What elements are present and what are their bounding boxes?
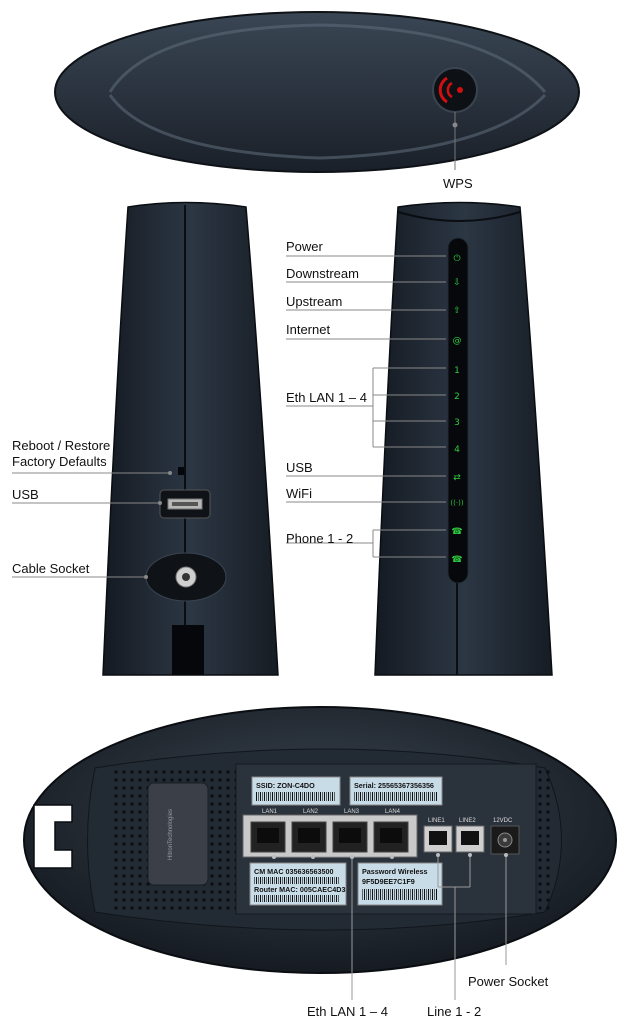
lan4-port-label: LAN4: [385, 809, 401, 815]
router-front-view: ⏻ ⇩ ⇧ @ 1 2 3 4 ⇄ ((·)) ☎ ☎: [286, 201, 553, 676]
eth-lan-callout-label: Eth LAN 1 – 4: [307, 1004, 388, 1019]
line2-port[interactable]: LINE2: [455, 818, 485, 853]
power-indicator-label: Power: [286, 239, 324, 254]
lan4-led-icon: 4: [454, 445, 460, 455]
lan2-port-label: LAN2: [303, 809, 319, 815]
internet-indicator-label: Internet: [286, 322, 330, 337]
vendor-label: HitronTechnologies: [168, 809, 174, 860]
router-side-view: Reboot / Restore Factory Defaults USB Ca…: [12, 201, 279, 676]
router-mac-text: Router MAC: 005CAEC4D3: [254, 885, 345, 894]
phone1-led-icon: ☎: [451, 527, 462, 537]
lan1-port-label: LAN1: [262, 809, 278, 815]
upstream-led-icon: ⇧: [453, 306, 461, 316]
cm-mac-text: CM MAC 035636563500: [254, 867, 334, 876]
reboot-label: Reboot / Restore: [12, 438, 110, 453]
line1-port-label: LINE1: [428, 818, 445, 824]
power-socket-callout-label: Power Socket: [468, 974, 549, 989]
router-top-view: WPS: [54, 11, 580, 191]
phone2-led-icon: ☎: [451, 555, 462, 565]
usb-indicator-label: USB: [286, 460, 313, 475]
reset-button[interactable]: [178, 467, 184, 475]
wps-label: WPS: [443, 176, 473, 191]
usb-port[interactable]: [159, 489, 211, 519]
serial-text: Serial: 25565367356356: [354, 781, 434, 790]
phone-indicator-label: Phone 1 - 2: [286, 531, 353, 546]
line1-port[interactable]: LINE1: [423, 818, 453, 853]
power-led-icon: ⏻: [453, 253, 460, 264]
router-back-view: HitronTechnologies SSID: ZON-C4DO Serial…: [23, 706, 617, 1019]
cable-socket-label: Cable Socket: [12, 561, 90, 576]
downstream-led-icon: ⇩: [453, 278, 461, 288]
lan1-port[interactable]: LAN1: [250, 809, 286, 853]
lan4-port[interactable]: LAN4: [373, 809, 409, 853]
usb-label: USB: [12, 487, 39, 502]
lan2-port[interactable]: LAN2: [291, 809, 327, 853]
lan3-led-icon: 3: [454, 418, 460, 428]
downstream-indicator-label: Downstream: [286, 266, 359, 281]
power-port-label: 12VDC: [493, 818, 513, 824]
wps-button[interactable]: [432, 67, 478, 113]
wifi-led-icon: ((·)): [450, 499, 463, 507]
internet-led-icon: @: [453, 336, 462, 346]
wifi-indicator-label: WiFi: [286, 486, 312, 501]
line-callout-label: Line 1 - 2: [427, 1004, 481, 1019]
lan2-led-icon: 2: [454, 392, 460, 402]
lan3-port-label: LAN3: [344, 809, 360, 815]
lan1-led-icon: 1: [454, 366, 460, 376]
password-value: 9F5D9EE7C1F9: [362, 877, 415, 886]
usb-led-icon: ⇄: [453, 473, 461, 483]
eth-lan-indicator-label: Eth LAN 1 – 4: [286, 390, 367, 405]
lan3-port[interactable]: LAN3: [332, 809, 368, 853]
upstream-indicator-label: Upstream: [286, 294, 342, 309]
ssid-text: SSID: ZON-C4DO: [256, 781, 315, 790]
cable-socket[interactable]: [145, 552, 227, 602]
reboot-label-line2: Factory Defaults: [12, 454, 107, 469]
line2-port-label: LINE2: [459, 818, 476, 824]
password-label: Password Wireless: [362, 867, 427, 876]
